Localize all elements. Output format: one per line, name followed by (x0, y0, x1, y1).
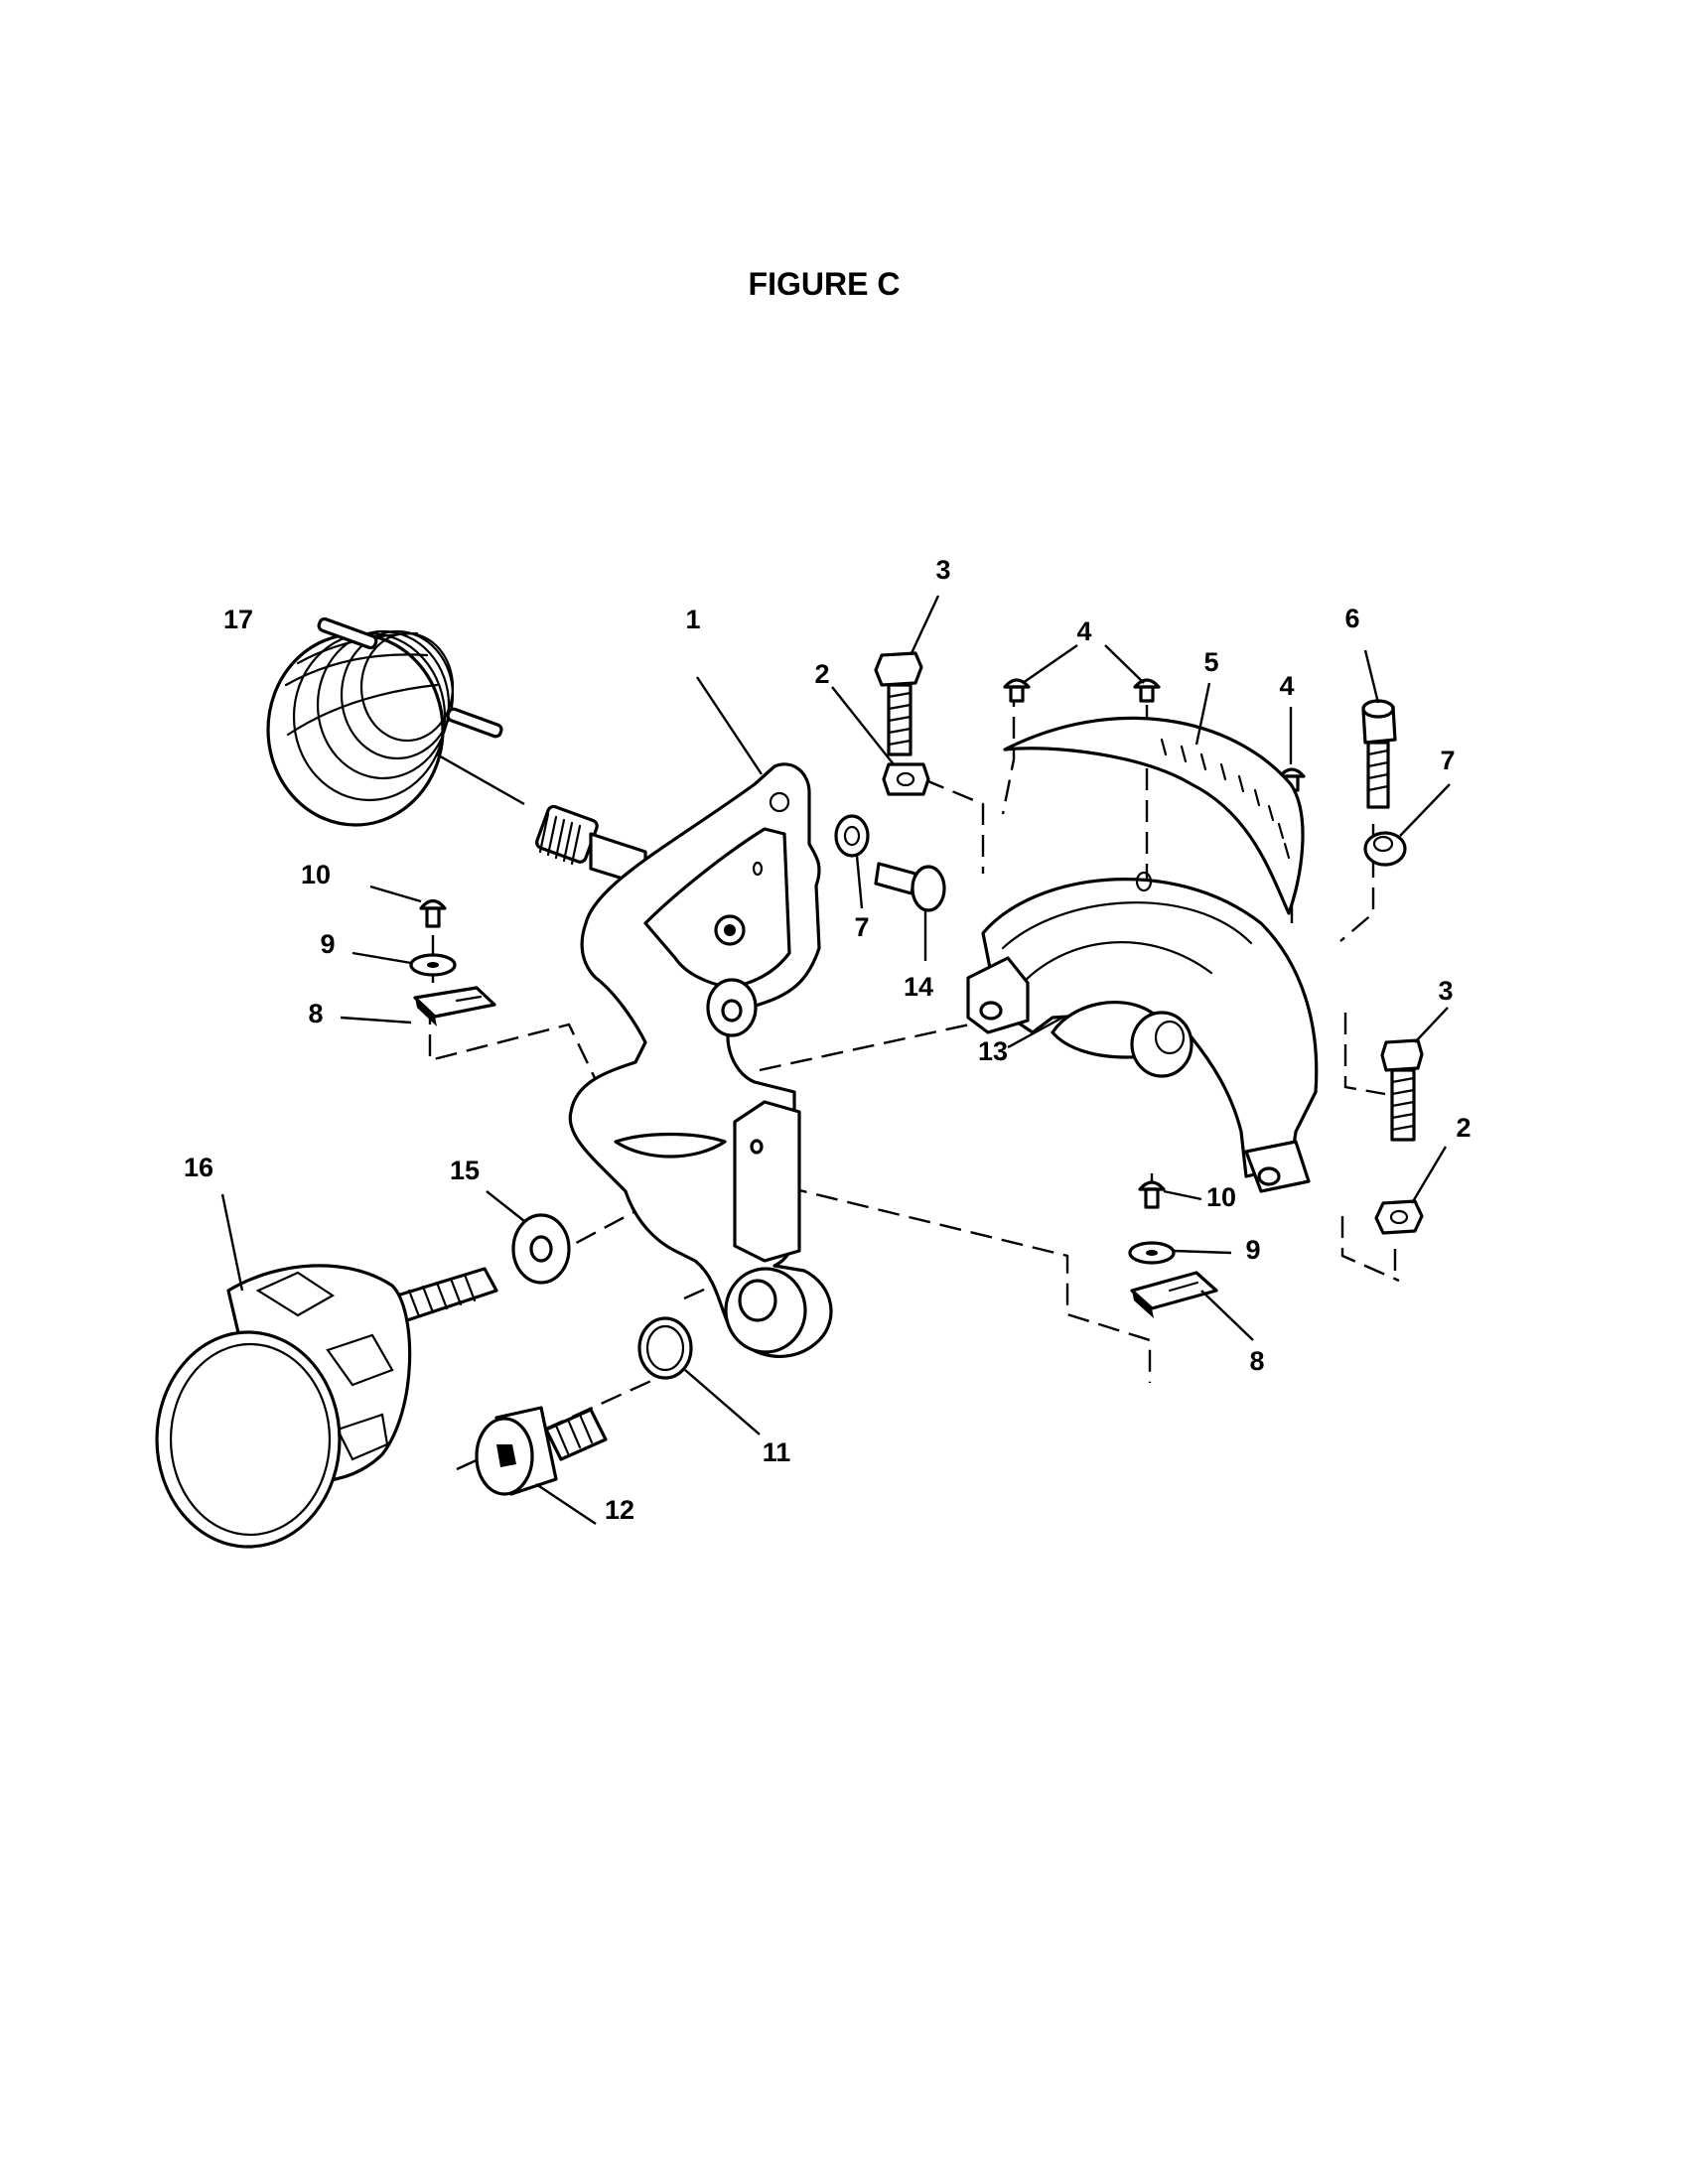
callout-10-right: 10 (1206, 1182, 1236, 1212)
part-15-flat-washer (486, 1190, 571, 1285)
callout-16: 16 (184, 1153, 213, 1182)
part-9-washer-right (1128, 1241, 1232, 1265)
callout-15: 15 (450, 1156, 480, 1185)
part-10-screw-right (1138, 1180, 1202, 1209)
part-16-lock-knob (155, 1193, 498, 1549)
callout-4-right: 4 (1279, 671, 1294, 701)
callout-4-top: 4 (1076, 616, 1091, 646)
callout-14: 12 (605, 1495, 634, 1525)
callout-11: 13 (978, 1036, 1008, 1066)
callout-5: 5 (1203, 647, 1218, 677)
callout-13: 11 (763, 1437, 791, 1467)
part-1-bevel-bracket (535, 676, 833, 1359)
callout-12: 14 (904, 972, 933, 1002)
part-8-plate-right (1130, 1271, 1254, 1341)
part-2-hex-nut-right (1374, 1146, 1448, 1235)
part-3-hex-bolt-right (1380, 1007, 1449, 1142)
callout-6: 6 (1344, 604, 1359, 633)
callout-1: 1 (685, 605, 700, 634)
callout-17: 17 (223, 605, 253, 634)
callout-9-right: 9 (1245, 1235, 1260, 1265)
part-10-screw-left (369, 885, 447, 928)
callout-7-right: 7 (1440, 746, 1455, 775)
part-2-hex-nut-top (831, 686, 930, 796)
part-13-spacer-washer (637, 1316, 761, 1435)
part-17-torsion-spring (266, 616, 525, 827)
callout-3-right: 3 (1438, 976, 1453, 1006)
part-8-plate-left (340, 986, 496, 1026)
part-7-washer-right (1363, 783, 1451, 867)
part-6-socket-screw (1361, 649, 1397, 809)
callout-9-left: 9 (320, 929, 335, 959)
callout-3-top: 3 (935, 555, 950, 585)
callout-labels: 17 1 3 2 4 5 4 6 7 7 14 10 9 8 3 13 2 10… (184, 555, 1472, 1525)
part-14-shoulder-screw (475, 1406, 608, 1525)
part-3-hex-bolt-top (874, 595, 940, 756)
callout-8-left: 8 (308, 999, 323, 1028)
part-5-bevel-scale (1003, 682, 1305, 915)
callout-10-left: 10 (301, 860, 331, 889)
callout-2-top: 2 (814, 659, 829, 689)
part-7-washer-upper (834, 814, 870, 909)
callout-2-right: 2 (1456, 1113, 1471, 1143)
callout-7-upper: 7 (854, 912, 869, 942)
part-9-washer-left (351, 951, 457, 977)
figure-title: FIGURE C (748, 266, 901, 302)
callout-8-right: 8 (1249, 1346, 1264, 1376)
part-12-cap-screw (874, 862, 946, 961)
part-11-bevel-base (966, 871, 1319, 1193)
